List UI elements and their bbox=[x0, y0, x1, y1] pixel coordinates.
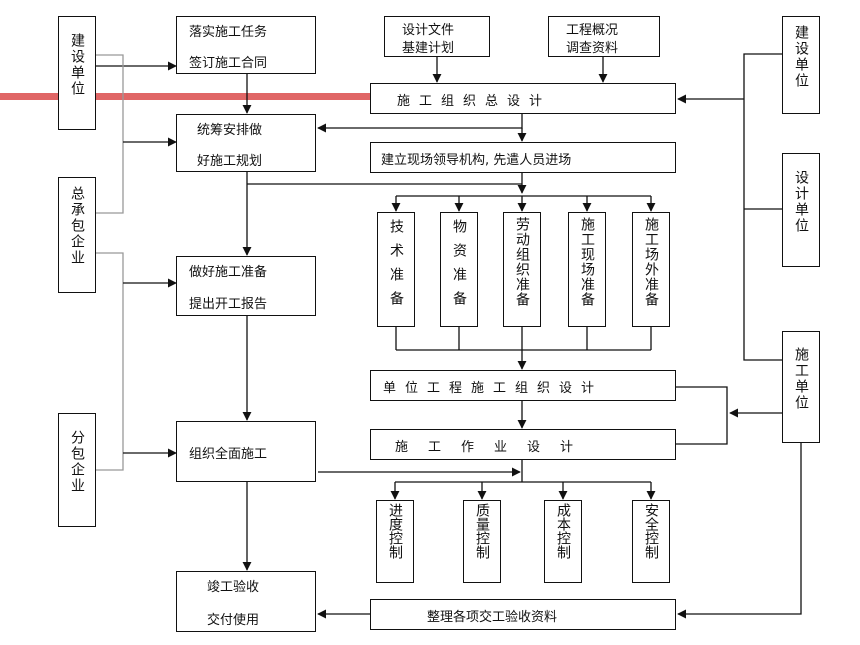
step4-box: 组织全面施工 bbox=[176, 421, 316, 482]
establish-box: 建立现场领导机构, 先遣人员进场 bbox=[370, 142, 676, 173]
left-owner-box: 建设单位 bbox=[58, 16, 96, 130]
step2-line1: 统筹安排做 bbox=[197, 123, 263, 138]
step1-box: 落实施工任务 签订施工合同 bbox=[176, 16, 316, 74]
prep-item-1: 技术准备 bbox=[377, 212, 415, 327]
design-docs-line1: 设计文件 bbox=[402, 23, 455, 38]
general-design-label: 施工组织总设计 bbox=[397, 94, 552, 109]
construction-unit-box: 施工单位 bbox=[782, 331, 820, 443]
unit-design-box: 单位工程施工组织设计 bbox=[370, 370, 676, 401]
right-owner-label: 建设单位 bbox=[793, 25, 809, 89]
step3-line1: 做好施工准备 bbox=[189, 265, 268, 280]
prep-item-2-label: 物资准备 bbox=[451, 219, 467, 315]
design-docs-box: 设计文件 基建计划 bbox=[384, 16, 490, 57]
step5-line1: 竣工验收 bbox=[207, 580, 260, 595]
subcontractor-label: 分包企业 bbox=[69, 430, 85, 494]
general-contractor-label: 总承包企业 bbox=[69, 186, 85, 266]
prep-item-5: 施工场外准备 bbox=[632, 212, 670, 327]
highlight-bar bbox=[0, 93, 372, 100]
design-docs-line2: 基建计划 bbox=[402, 41, 455, 56]
step1-line1: 落实施工任务 bbox=[189, 25, 268, 40]
step5-box: 竣工验收 交付使用 bbox=[176, 571, 316, 632]
step2-line2: 好施工规划 bbox=[197, 154, 263, 169]
control-item-1-label: 进度控制 bbox=[387, 503, 403, 559]
prep-item-3-label: 劳动组织准备 bbox=[514, 217, 530, 307]
step3-line2: 提出开工报告 bbox=[189, 297, 268, 312]
control-item-3: 成本控制 bbox=[544, 500, 582, 583]
control-item-4-label: 安全控制 bbox=[643, 503, 659, 559]
step4-label: 组织全面施工 bbox=[189, 447, 268, 462]
step1-line2: 签订施工合同 bbox=[189, 56, 268, 71]
control-item-2: 质量控制 bbox=[463, 500, 501, 583]
step3-box: 做好施工准备 提出开工报告 bbox=[176, 256, 316, 316]
survey-line2: 调查资料 bbox=[566, 41, 619, 56]
general-design-box: 施工组织总设计 bbox=[370, 83, 676, 114]
survey-box: 工程概况 调查资料 bbox=[548, 16, 660, 57]
prep-item-4-label: 施工现场准备 bbox=[579, 217, 595, 307]
construction-unit-label: 施工单位 bbox=[793, 347, 809, 411]
work-design-label: 施工作业设计 bbox=[395, 440, 594, 455]
acceptance-docs-label: 整理各项交工验收资料 bbox=[427, 610, 558, 625]
control-item-3-label: 成本控制 bbox=[555, 503, 571, 559]
survey-line1: 工程概况 bbox=[566, 23, 619, 38]
design-unit-box: 设计单位 bbox=[782, 153, 820, 267]
prep-item-5-label: 施工场外准备 bbox=[643, 217, 659, 307]
prep-item-4: 施工现场准备 bbox=[568, 212, 606, 327]
right-owner-box: 建设单位 bbox=[782, 16, 820, 114]
prep-item-3: 劳动组织准备 bbox=[503, 212, 541, 327]
general-contractor-box: 总承包企业 bbox=[58, 177, 96, 293]
left-owner-label: 建设单位 bbox=[69, 33, 85, 97]
control-item-1: 进度控制 bbox=[376, 500, 414, 583]
control-item-4: 安全控制 bbox=[632, 500, 670, 583]
step2-box: 统筹安排做 好施工规划 bbox=[176, 114, 316, 172]
acceptance-docs-box: 整理各项交工验收资料 bbox=[370, 599, 676, 630]
control-item-2-label: 质量控制 bbox=[474, 503, 490, 559]
step5-line2: 交付使用 bbox=[207, 613, 260, 628]
subcontractor-box: 分包企业 bbox=[58, 413, 96, 527]
unit-design-label: 单位工程施工组织设计 bbox=[383, 381, 604, 396]
prep-item-1-label: 技术准备 bbox=[388, 219, 404, 315]
work-design-box: 施工作业设计 bbox=[370, 429, 676, 460]
design-unit-label: 设计单位 bbox=[793, 170, 809, 234]
prep-item-2: 物资准备 bbox=[440, 212, 478, 327]
establish-label: 建立现场领导机构, 先遣人员进场 bbox=[381, 153, 572, 168]
